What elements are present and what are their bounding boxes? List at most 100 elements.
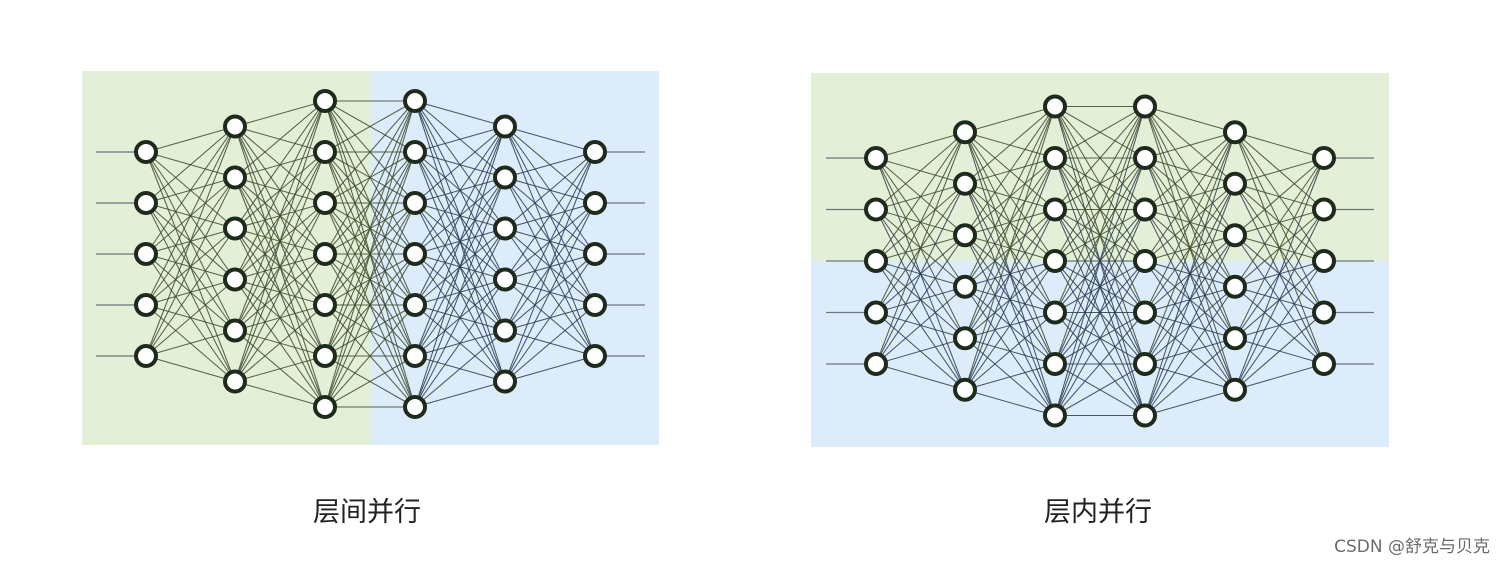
right-connection — [1234, 312, 1325, 391]
left-connection — [324, 100, 416, 204]
right-connection — [1144, 235, 1236, 416]
right-connection — [1054, 106, 1146, 365]
right-connection — [875, 337, 966, 365]
left-neuron — [493, 267, 517, 292]
left-connection — [324, 100, 416, 153]
left-connection — [414, 126, 506, 408]
right-neuron — [864, 197, 888, 222]
left-connection — [145, 329, 236, 357]
right-connection — [1054, 106, 1146, 416]
left-connection — [145, 126, 236, 357]
left-neuron — [493, 318, 517, 343]
left-connection — [504, 151, 596, 280]
left-connection — [324, 100, 416, 255]
left-connection — [324, 304, 416, 408]
left-connection — [145, 228, 236, 357]
right-connection — [1144, 389, 1236, 417]
right-neuron — [1312, 146, 1336, 170]
right-connection — [1054, 106, 1146, 313]
left-neuron — [403, 344, 427, 368]
csdn-watermark: CSDN @舒克与贝克 — [1334, 537, 1490, 557]
right-neuron — [1133, 352, 1157, 376]
left-neuron — [313, 140, 337, 164]
left-neuron — [223, 216, 247, 241]
right-connection — [1234, 157, 1325, 339]
right-connection — [964, 157, 1056, 390]
right-connection — [1054, 157, 1146, 416]
right-connection — [1054, 106, 1146, 210]
right-connection — [875, 234, 966, 365]
left-neuron — [583, 191, 607, 215]
right-connection — [1054, 106, 1146, 262]
right-neuron — [953, 274, 977, 299]
right-connection — [875, 132, 966, 313]
right-neuron — [1043, 300, 1067, 325]
right-connection — [875, 183, 966, 365]
left-connection — [145, 125, 236, 153]
right-connection — [875, 363, 966, 391]
left-neuron — [493, 165, 517, 190]
left-neuron — [403, 191, 427, 215]
right-connection — [1234, 157, 1325, 236]
right-connection — [1234, 157, 1325, 390]
left-connection — [234, 202, 326, 382]
left-neuron — [223, 369, 247, 394]
right-neuron — [1312, 249, 1336, 273]
right-connection — [964, 389, 1056, 417]
left-neuron — [134, 293, 158, 317]
right-neuron — [1043, 249, 1067, 273]
left-connection — [234, 100, 326, 331]
left-neuron — [583, 344, 607, 368]
right-connection — [1234, 157, 1325, 185]
left-connection — [324, 100, 416, 357]
right-neuron — [1223, 274, 1247, 299]
right-connection — [1144, 132, 1236, 365]
right-connection — [964, 312, 1056, 391]
left-connection — [504, 151, 596, 229]
left-connection — [324, 202, 416, 408]
left-connection — [145, 126, 236, 204]
left-connection — [414, 279, 506, 408]
right-connection — [964, 105, 1056, 133]
right-connection — [875, 132, 966, 365]
left-neuron — [583, 140, 607, 164]
left-connection — [234, 355, 326, 383]
right-neuron — [864, 146, 888, 170]
right-connection — [875, 131, 966, 262]
left-connection — [324, 100, 416, 408]
left-neuron — [313, 89, 337, 113]
left-connection — [234, 151, 326, 382]
right-connection — [875, 131, 966, 210]
right-connections — [875, 105, 1325, 417]
left-connection — [324, 151, 416, 408]
left-connection — [414, 100, 506, 128]
left-neuron — [493, 114, 517, 139]
intra-layer-parallel-panel — [811, 73, 1389, 447]
left-connection — [145, 126, 236, 306]
left-neuron — [223, 114, 247, 139]
right-neuron — [953, 120, 977, 145]
right-neurons — [864, 94, 1336, 428]
left-connection — [414, 380, 506, 408]
left-neuron — [134, 191, 158, 215]
left-connection — [504, 151, 596, 331]
right-connection — [1144, 131, 1236, 159]
left-neuron — [403, 140, 427, 164]
right-neuron — [864, 352, 888, 376]
intra-layer-parallel-caption: 层内并行 — [1044, 497, 1152, 528]
left-neuron — [403, 395, 427, 419]
right-neuron — [1133, 197, 1157, 222]
left-connection — [234, 253, 326, 382]
right-neuron — [1312, 300, 1336, 325]
left-connection — [504, 202, 596, 382]
left-connection — [145, 126, 236, 255]
left-connection — [504, 125, 596, 153]
right-connection — [964, 106, 1056, 287]
left-neuron — [223, 267, 247, 292]
right-neuron — [953, 326, 977, 351]
left-neuron — [583, 242, 607, 266]
right-connection — [875, 286, 966, 365]
left-connection — [234, 380, 326, 408]
right-connection — [1144, 105, 1236, 133]
left-connection — [324, 355, 416, 408]
